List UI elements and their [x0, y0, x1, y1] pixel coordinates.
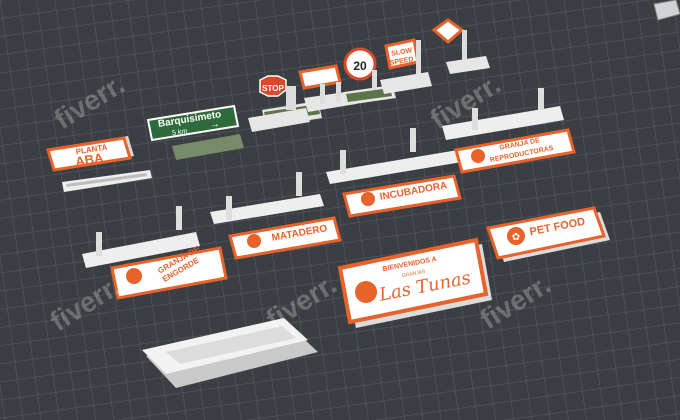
sign-granja-engorde[interactable]: GRANJA DE ENGORDE — [110, 244, 228, 300]
sign-warning[interactable] — [298, 64, 356, 112]
sign-pet-food[interactable]: ✿ PET FOOD — [486, 206, 610, 262]
sign-granja-reproductoras[interactable]: GRANJA DE REPRODUCTORAS — [454, 128, 576, 174]
speed-value: 20 — [353, 59, 367, 73]
base-slab[interactable] — [142, 318, 318, 388]
aba-label: ABA — [74, 150, 105, 169]
sign-matadero[interactable]: MATADERO — [228, 216, 342, 260]
arrow-right-icon: → — [209, 119, 221, 131]
stop-label: STOP — [262, 84, 284, 93]
slow-label: SLOW — [391, 47, 413, 58]
post-bases — [82, 86, 564, 268]
sign-diamond[interactable] — [431, 18, 490, 74]
sign-bienvenidos[interactable]: BIENVENIDOS A GRANJAS Las Tunas — [337, 237, 492, 328]
distance-label: 5 km — [172, 128, 188, 137]
view-cube-icon[interactable] — [650, 0, 680, 22]
granjas-label: GRANJAS — [402, 269, 427, 280]
sign-incubadora[interactable]: INCUBADORA — [342, 174, 462, 218]
speed-label: SPEED — [389, 56, 414, 67]
sign-slow-speed[interactable]: SLOW SPEED — [380, 38, 432, 94]
sign-planta-aba[interactable]: PLANTA ABA — [46, 136, 152, 192]
paw-icon: ✿ — [512, 232, 520, 243]
